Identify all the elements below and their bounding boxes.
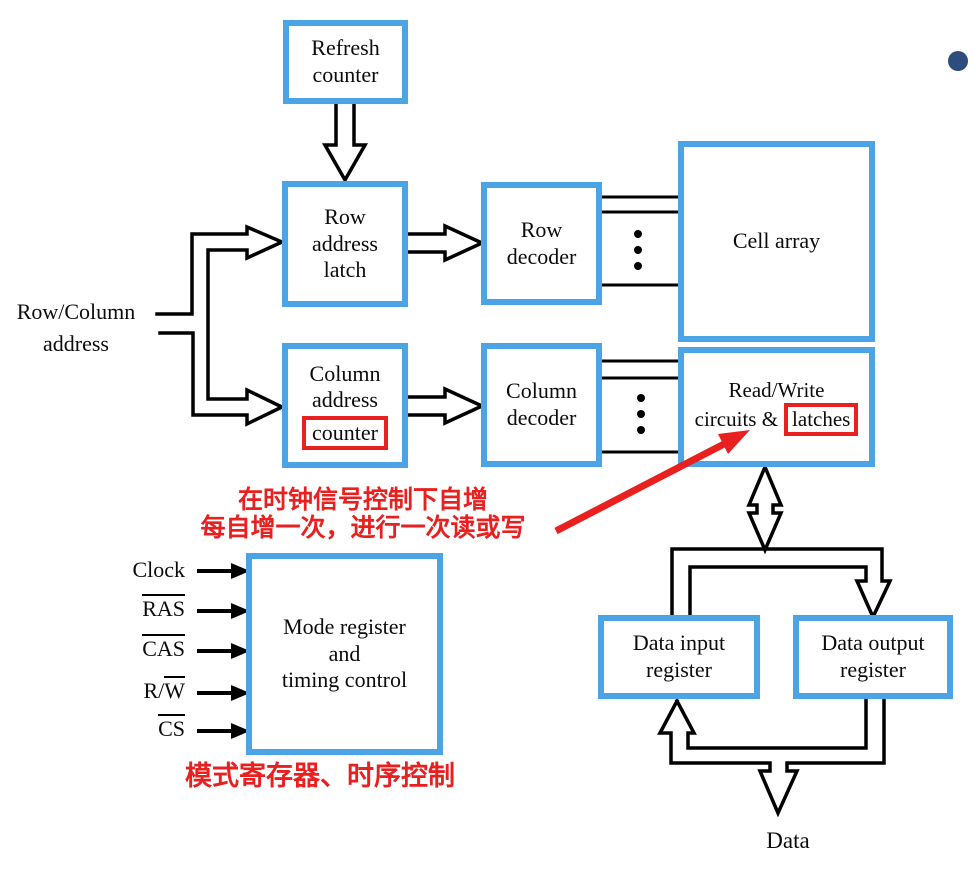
refresh-counter-label: Refresh counter (311, 35, 380, 87)
slide-bullet-icon (948, 51, 968, 71)
rw-circuits-line2-prefix: circuits & (694, 407, 779, 432)
data-output-register-box: Data output register (793, 615, 953, 699)
mode-register-annotation: 模式寄存器、时序控制 (185, 761, 455, 792)
rw-bidirectional-arrow (746, 462, 784, 555)
cell-array-label: Cell array (732, 228, 821, 254)
data-output-register-label: Data output register (821, 630, 925, 682)
counter-annotation-line2: 每自增一次，进行一次读或写 (200, 513, 526, 542)
address-fork-arrow (155, 224, 287, 427)
latches-highlight-box: latches (784, 403, 859, 437)
counter-annotation: 在时钟信号控制下自增 每自增一次，进行一次读或写 (153, 486, 573, 542)
cell-array-box: Cell array (678, 141, 875, 342)
data-bus-lower-left-path (657, 695, 886, 818)
column-address-label: Column address (309, 360, 381, 413)
signal-cs: CS (158, 714, 185, 741)
mode-register-label: Mode register and timing control (281, 613, 408, 693)
signal-clock: Clock (132, 557, 185, 582)
row-decoder-box: Row decoder (481, 182, 602, 305)
row-column-address-label: Row/Column address (16, 299, 136, 356)
mode-register-box: Mode register and timing control (246, 553, 443, 755)
column-decoder-box: Column decoder (481, 343, 602, 467)
rw-circuits-line1: Read/Write (728, 377, 825, 402)
row-address-latch-box: Row address latch (282, 181, 408, 307)
signal-cas: CAS (142, 634, 185, 661)
signal-ras: RAS (142, 594, 185, 621)
refresh-counter-box: Refresh counter (283, 20, 408, 104)
latch-to-rowdecoder-arrow (402, 223, 487, 263)
ellipsis-dots (634, 230, 645, 434)
bus-to-registers-path (670, 547, 893, 622)
column-decoder-label: Column decoder (506, 378, 577, 430)
data-input-register-box: Data input register (598, 615, 760, 699)
refresh-to-latch-arrow (321, 100, 369, 184)
data-label: Data (766, 828, 810, 853)
rw-circuits-box: Read/Write circuits &latches (678, 347, 875, 467)
signal-arrows (197, 563, 250, 739)
row-address-latch-label: Row address latch (312, 203, 378, 283)
signal-rw: R/W (143, 676, 185, 703)
counter-annotation-line1: 在时钟信号控制下自增 (237, 485, 488, 514)
row-decoder-label: Row decoder (506, 216, 577, 269)
rw-circuits-line2: circuits &latches (694, 403, 859, 437)
column-address-counter-box: Column address counter (282, 343, 408, 468)
counter-to-coldecoder-arrow (402, 386, 487, 426)
data-input-register-label: Data input register (632, 630, 726, 682)
data-bus-lower-right-path (674, 695, 868, 750)
counter-highlight-box: counter (302, 416, 388, 451)
